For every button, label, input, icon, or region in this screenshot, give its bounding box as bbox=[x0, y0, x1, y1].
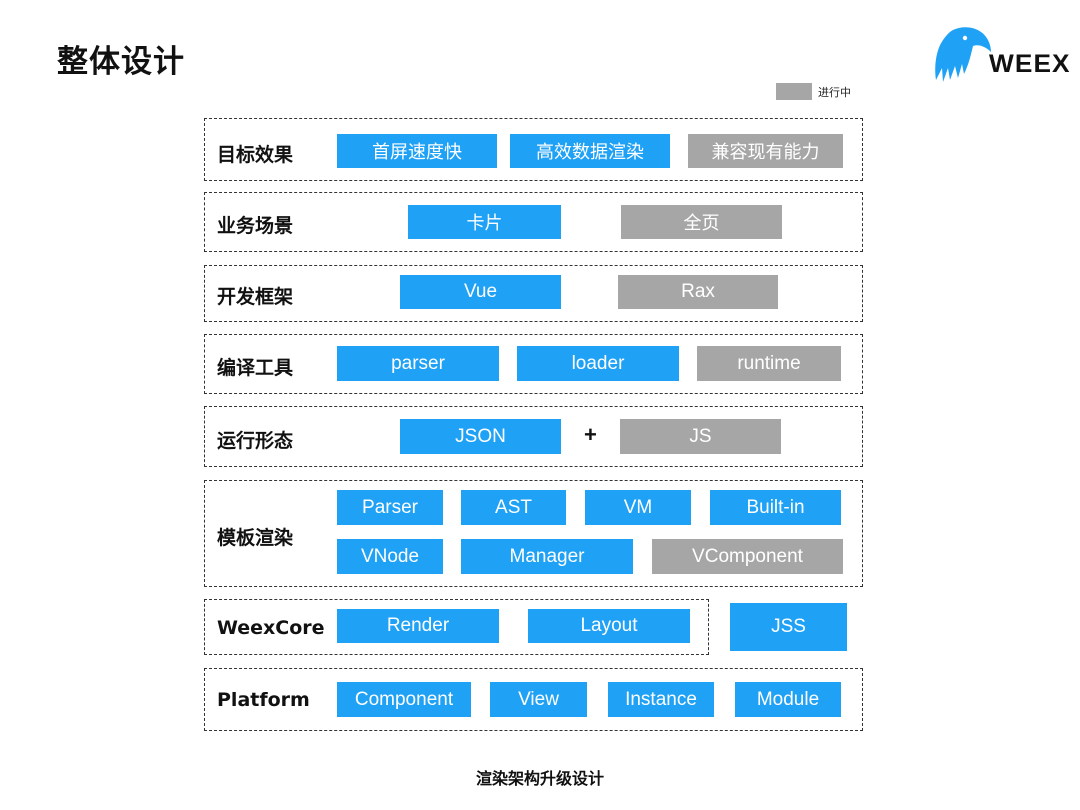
tool-runtime: runtime bbox=[697, 346, 841, 381]
goals-group bbox=[204, 118, 863, 181]
weexcore-render: Render bbox=[337, 609, 499, 643]
template-label: 模板渲染 bbox=[217, 527, 294, 549]
weexcore-label: WeexCore bbox=[217, 617, 325, 639]
template-vnode: VNode bbox=[337, 539, 443, 574]
scenes-label: 业务场景 bbox=[217, 215, 294, 237]
runtime-form-group bbox=[204, 406, 863, 467]
template-vm: VM bbox=[585, 490, 691, 525]
platform-module: Module bbox=[735, 682, 841, 717]
tool-parser: parser bbox=[337, 346, 499, 381]
scene-card: 卡片 bbox=[408, 205, 561, 239]
goal-fast-first-screen: 首屏速度快 bbox=[337, 134, 497, 168]
frameworks-label: 开发框架 bbox=[217, 286, 294, 308]
tools-label: 编译工具 bbox=[217, 357, 294, 379]
platform-group bbox=[204, 668, 863, 731]
legend-swatch bbox=[776, 83, 812, 100]
logo-text: WEEX bbox=[989, 50, 1071, 78]
template-ast: AST bbox=[461, 490, 566, 525]
weexcore-group bbox=[204, 599, 709, 655]
jss-box: JSS bbox=[730, 603, 847, 651]
runtime-js: JS bbox=[620, 419, 781, 454]
platform-label: Platform bbox=[217, 689, 310, 711]
frameworks-group bbox=[204, 265, 863, 322]
weex-logo: WEEX bbox=[931, 24, 1070, 88]
template-built-in: Built-in bbox=[710, 490, 841, 525]
page-title: 整体设计 bbox=[57, 44, 185, 80]
framework-vue: Vue bbox=[400, 275, 561, 309]
runtime-form-label: 运行形态 bbox=[217, 430, 294, 452]
template-parser: Parser bbox=[337, 490, 443, 525]
template-group bbox=[204, 480, 863, 587]
scenes-group bbox=[204, 192, 863, 252]
diagram-caption: 渲染架构升级设计 bbox=[475, 769, 604, 788]
eagle-icon bbox=[935, 27, 991, 82]
tool-loader: loader bbox=[517, 346, 679, 381]
goal-compatibility: 兼容现有能力 bbox=[688, 134, 843, 168]
platform-instance: Instance bbox=[608, 682, 714, 717]
tools-group bbox=[204, 334, 863, 394]
template-vcomponent: VComponent bbox=[652, 539, 843, 574]
goal-efficient-render: 高效数据渲染 bbox=[510, 134, 670, 168]
goals-label: 目标效果 bbox=[217, 144, 294, 166]
framework-rax: Rax bbox=[618, 275, 778, 309]
template-manager: Manager bbox=[461, 539, 633, 574]
legend-label: 进行中 bbox=[818, 86, 851, 99]
runtime-json: JSON bbox=[400, 419, 561, 454]
scene-full-page: 全页 bbox=[621, 205, 782, 239]
weexcore-layout: Layout bbox=[528, 609, 690, 643]
platform-component: Component bbox=[337, 682, 471, 717]
plus-operator: + bbox=[584, 422, 597, 447]
platform-view: View bbox=[490, 682, 587, 717]
